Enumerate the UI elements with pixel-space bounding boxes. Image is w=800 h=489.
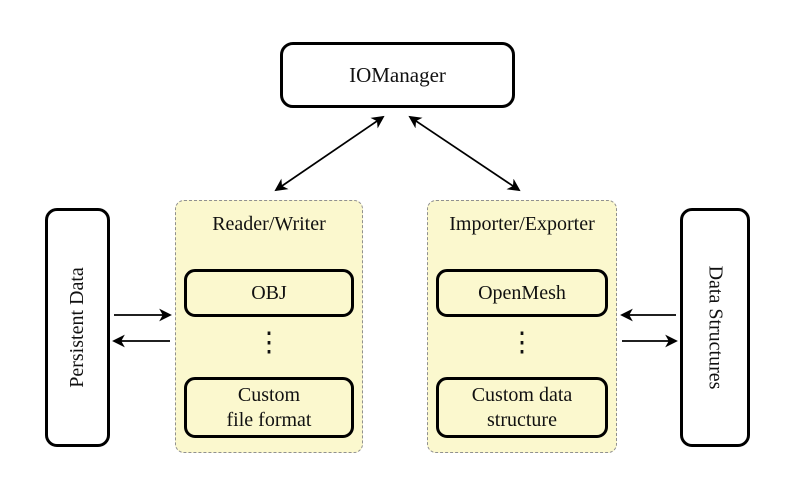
openmesh-label: OpenMesh [478,281,566,304]
node-obj: OBJ [184,269,354,317]
node-custom-file-format: Custom file format [184,377,354,438]
node-iomanager: IOManager [280,42,515,108]
obj-label: OBJ [251,281,287,304]
custom-file-format-label: Custom file format [226,384,312,431]
data-structures-label: Data Structures [704,265,727,390]
importer-exporter-title: Importer/Exporter [449,213,595,235]
node-custom-data-structure: Custom data structure [436,377,608,438]
ellipsis-importer-exporter: ⋮ [508,327,536,358]
arrow-iomanager-reader-writer [274,115,385,192]
node-data-structures: Data Structures [680,208,750,447]
node-openmesh: OpenMesh [436,269,608,317]
node-persistent-data: Persistent Data [45,208,110,447]
custom-data-structure-label: Custom data structure [471,384,573,431]
persistent-data-label: Persistent Data [66,267,88,388]
reader-writer-title: Reader/Writer [212,213,326,235]
group-reader-writer: Reader/Writer OBJ ⋮ Custom file format [175,200,363,453]
iomanager-label: IOManager [349,62,446,87]
group-importer-exporter: Importer/Exporter OpenMesh ⋮ Custom data… [427,200,617,453]
ellipsis-reader-writer: ⋮ [255,327,283,358]
arrow-iomanager-importer-exporter [408,115,521,192]
